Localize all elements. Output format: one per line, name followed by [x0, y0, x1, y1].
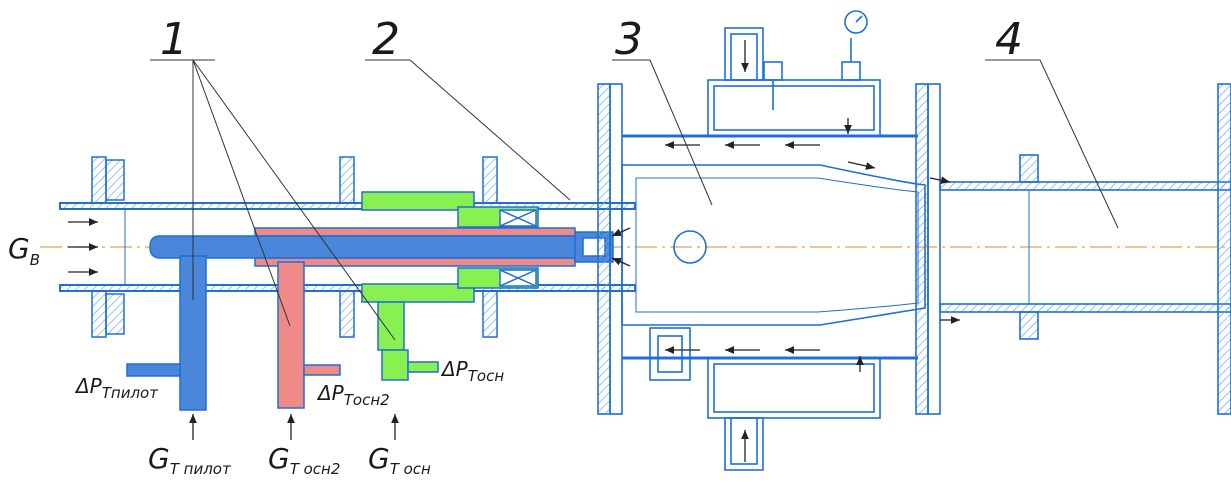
main-pressure-sub: Tосн [468, 367, 505, 385]
svg-text:GT осн: GT осн [368, 442, 431, 478]
pilot-fuel-line [126, 231, 614, 411]
main-flow-label: G [368, 442, 390, 475]
pilot-pressure-label: ΔP [74, 374, 103, 398]
main-pressure-label: ΔP [440, 357, 469, 381]
air-flow-sub: B [30, 251, 40, 269]
callout-labels: 1 2 3 4 [160, 14, 1023, 65]
svg-text:GB: GB [8, 232, 40, 269]
pressure-labels: ΔPTпилот ΔPTосн2 ΔPTосн [74, 357, 504, 409]
pilot-flow-sub: T пилот [170, 460, 232, 478]
air-inlet-arrows [68, 218, 98, 276]
flow-labels: GB GT пилот GT осн2 GT осн [8, 232, 431, 478]
inlet-flanges [91, 156, 498, 338]
main2-pressure-label: ΔP [316, 381, 345, 405]
pilot-flow-label: G [148, 442, 170, 475]
exhaust-pipe [939, 83, 1231, 415]
main-fuel-manifold [361, 191, 539, 381]
air-flow-label: G [8, 232, 30, 265]
svg-text:ΔPTпилот: ΔPTпилот [74, 374, 159, 402]
callout-3: 3 [615, 14, 643, 65]
svg-text:ΔPTосн: ΔPTосн [440, 357, 504, 385]
chamber-flow-arrows [611, 40, 960, 462]
main-flow-sub: T осн [390, 460, 431, 478]
callout-1: 1 [160, 14, 188, 65]
svg-text:GT пилот: GT пилот [148, 442, 232, 478]
main2-flow-sub: T осн2 [290, 460, 341, 478]
callout-2: 2 [372, 14, 400, 65]
svg-text:GT осн2: GT осн2 [268, 442, 340, 478]
inlet-pipe [59, 202, 636, 292]
main2-pressure-sub: Tосн2 [344, 391, 390, 409]
pilot-pressure-sub: Tпилот [102, 384, 159, 402]
fuel-inlet-arrows [189, 414, 399, 440]
combustion-chamber [597, 10, 941, 471]
main2-flow-label: G [268, 442, 290, 475]
svg-text:ΔPTосн2: ΔPTосн2 [316, 381, 390, 409]
callout-4: 4 [995, 14, 1023, 65]
leader-lines [150, 59, 1119, 341]
